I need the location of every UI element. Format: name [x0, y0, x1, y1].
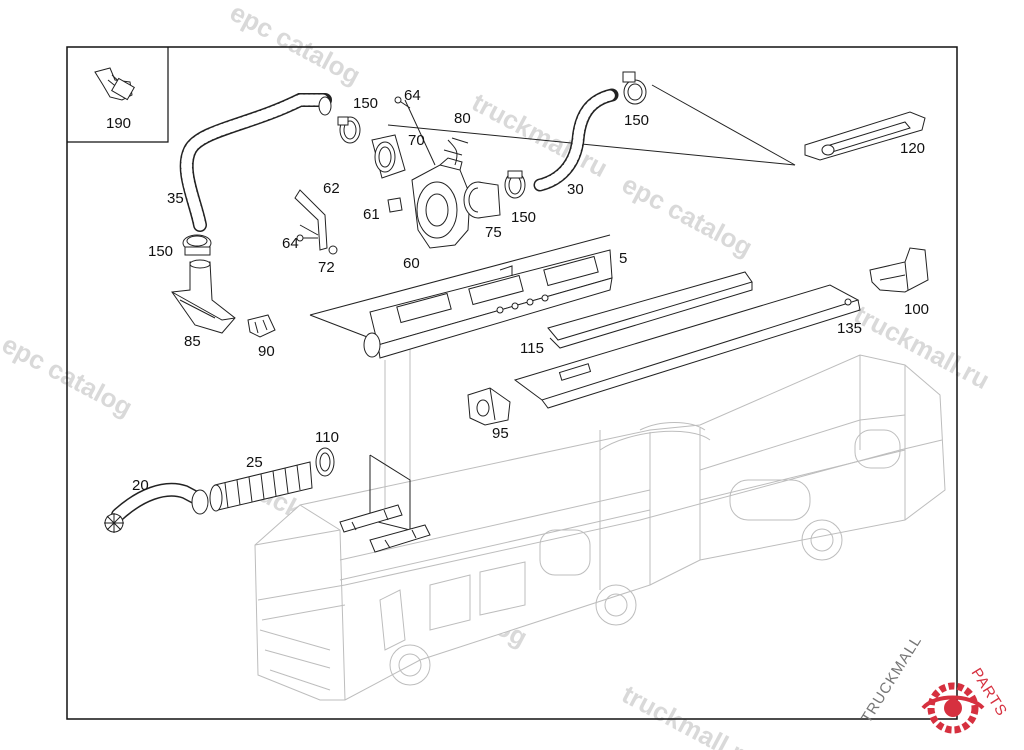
- part-150-clamp-upper: [337, 116, 361, 144]
- label-64: 64: [282, 235, 299, 252]
- part-120-rail: [804, 111, 926, 161]
- label-150: 150: [624, 112, 649, 129]
- label-35: 35: [167, 190, 184, 207]
- label-190: 190: [106, 115, 131, 132]
- part-90-connector: [247, 314, 276, 338]
- diagram-frame: [66, 46, 958, 720]
- part-100-elbow: [869, 247, 929, 293]
- label-85: 85: [184, 333, 201, 350]
- part-150-clamp-middle: [504, 170, 526, 199]
- part-190-screw: [94, 67, 135, 101]
- label-30: 30: [567, 181, 584, 198]
- label-120: 120: [900, 140, 925, 157]
- part-115-strip: [547, 271, 753, 349]
- label-70: 70: [408, 132, 425, 149]
- bus-outline: [254, 354, 946, 701]
- label-100: 100: [904, 301, 929, 318]
- label-62: 62: [323, 180, 340, 197]
- label-64: 64: [404, 87, 421, 104]
- part-labels: 190 150 64 70 80 150 120 35 62 61 30 150…: [106, 87, 929, 494]
- part-70-flange: [371, 134, 406, 179]
- part-64-screw-lower: [296, 234, 318, 242]
- part-35-hose: [179, 93, 332, 232]
- label-75: 75: [485, 224, 502, 241]
- logo-text-truckmall: TRUCKMALL: [858, 632, 925, 726]
- part-20-pipe: [104, 482, 209, 533]
- label-61: 61: [363, 206, 380, 223]
- label-95: 95: [492, 425, 509, 442]
- part-72-nut: [328, 245, 338, 255]
- part-85-nozzle-housing: [171, 259, 236, 334]
- part-95-end-cap: [467, 387, 511, 426]
- part-60-blower: [411, 157, 471, 249]
- label-150: 150: [353, 95, 378, 112]
- part-75-ring: [463, 181, 501, 219]
- part-5-main-duct: [363, 249, 613, 359]
- label-72: 72: [318, 259, 335, 276]
- label-150: 150: [148, 243, 173, 260]
- part-110-ring: [315, 447, 335, 477]
- label-5: 5: [619, 250, 627, 267]
- part-30-hose: [533, 88, 619, 192]
- label-110: 110: [315, 429, 339, 446]
- label-90: 90: [258, 343, 275, 360]
- roof-brackets: [339, 504, 431, 553]
- part-62-bracket: [294, 189, 328, 251]
- label-115: 115: [520, 340, 544, 357]
- label-80: 80: [454, 110, 471, 127]
- label-60: 60: [403, 255, 420, 272]
- part-61-pad: [387, 197, 403, 213]
- label-20: 20: [132, 477, 149, 494]
- part-64-screw-upper: [394, 96, 411, 109]
- label-25: 25: [246, 454, 263, 471]
- part-150-clamp-right: [622, 71, 647, 105]
- watermark-text: epc catalog: [617, 169, 757, 263]
- part-150-clamp-left: [182, 234, 212, 256]
- part-135-strip: [513, 284, 861, 409]
- watermark-text: epc catalog: [0, 329, 138, 423]
- inset-box: [67, 47, 169, 143]
- label-135: 135: [837, 320, 862, 337]
- watermark-text: epc catalog: [225, 0, 365, 90]
- label-150: 150: [511, 209, 536, 226]
- part-25-bellows: [209, 461, 313, 512]
- truckmall-logo: TRUCKMALL PARTS: [858, 632, 1010, 734]
- part-80-seal: [443, 137, 469, 166]
- watermark-text: truckmall.ru: [617, 679, 762, 750]
